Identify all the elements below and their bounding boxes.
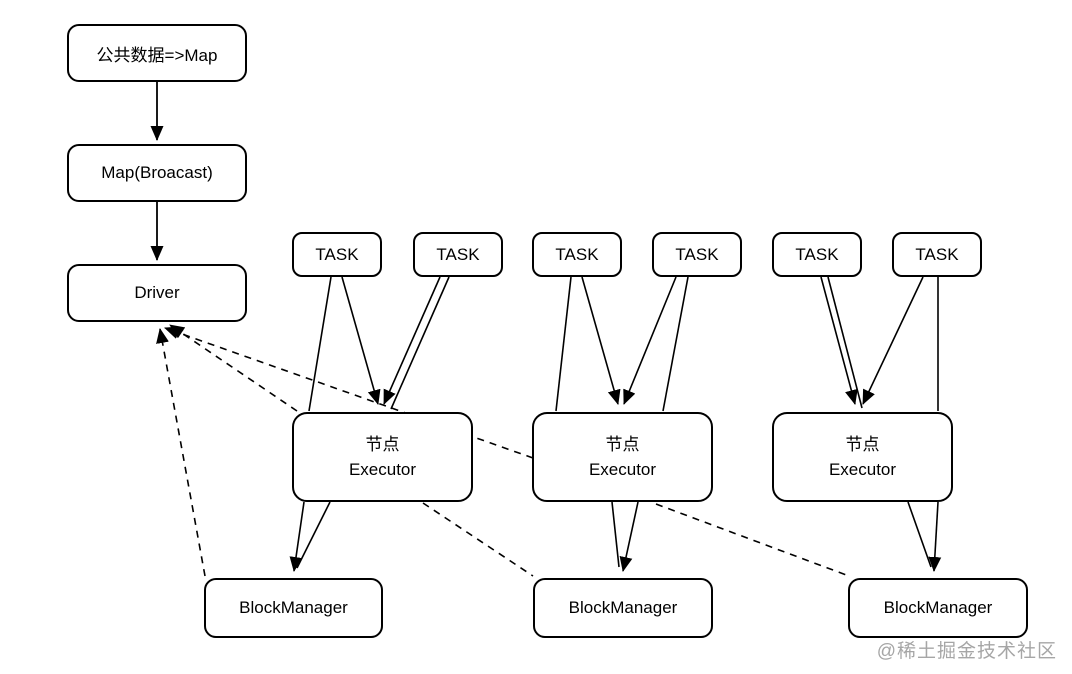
node-task-6-label: TASK [915, 244, 959, 264]
node-task-6: TASK [892, 232, 982, 277]
node-executor-1: 节点 Executor [292, 412, 473, 502]
edge-executor3-to-blockmanager3 [907, 501, 932, 568]
node-map-broadcast-label: Map(Broacast) [101, 163, 213, 182]
node-driver: Driver [67, 264, 247, 322]
node-task-1-label: TASK [315, 244, 359, 264]
node-task-1: TASK [292, 232, 382, 277]
node-task-2-label: TASK [436, 244, 480, 264]
node-task-2: TASK [413, 232, 503, 277]
edge-executor2-to-blockmanager3-dashed [655, 503, 850, 577]
edge-task3-to-executor2 [555, 276, 572, 412]
edge-executor1-to-driver-dashed [169, 324, 298, 412]
edge-executor2-to-blockmanager2 [611, 501, 620, 568]
edge-task2-to-executor1-arrow [383, 276, 441, 405]
node-task-3-label: TASK [555, 244, 599, 264]
node-blockmanager-2: BlockManager [533, 578, 713, 638]
node-task-5-label: TASK [795, 244, 839, 264]
node-task-4-label: TASK [675, 244, 719, 264]
edge-task4-to-executor2 [662, 276, 689, 412]
node-executor-3: 节点 Executor [772, 412, 953, 502]
node-public-data-map: 公共数据=>Map [67, 24, 247, 82]
node-task-3: TASK [532, 232, 622, 277]
node-blockmanager-3-label: BlockManager [883, 598, 993, 617]
edge-task1-to-executor1 [308, 276, 332, 412]
edge-executor1-to-blockmanager1 [296, 501, 331, 569]
node-executor-3-label-line1: 节点 [845, 434, 880, 454]
node-executor-2-label-line1: 节点 [605, 434, 640, 454]
node-public-data-map-label: 公共数据=>Map [96, 45, 218, 65]
node-executor-3-label-line2: Executor [828, 460, 897, 479]
edge-executor2-to-blockmanager2-arrow [619, 501, 639, 572]
node-blockmanager-2-label: BlockManager [568, 598, 678, 617]
node-executor-1-label-line1: 节点 [365, 434, 400, 454]
node-executor-1-label-line2: Executor [348, 460, 417, 479]
watermark-text: @稀土掘金技术社区 [876, 641, 1057, 662]
edge-executor3-to-blockmanager3-arrow [928, 501, 942, 572]
node-task-5: TASK [772, 232, 862, 277]
node-driver-label: Driver [134, 283, 180, 302]
edge-executor1-to-blockmanager1-arrow [289, 501, 305, 572]
node-executor-2-label-line2: Executor [588, 460, 657, 479]
edge-task1-to-executor1-arrow [341, 276, 381, 405]
node-blockmanager-1: BlockManager [204, 578, 383, 638]
edge-executor1-to-blockmanager2-dashed [422, 502, 534, 577]
node-blockmanager-1-label: BlockManager [239, 598, 348, 617]
node-executor-2: 节点 Executor [532, 412, 713, 502]
edge-task3-to-executor2-arrow [581, 276, 621, 405]
edge-task4-to-executor2-arrow [623, 276, 677, 405]
edge-task2-to-executor1 [390, 276, 450, 410]
edge-task5-to-executor3 [827, 276, 863, 409]
edge-task5-to-executor3-arrow [820, 276, 858, 405]
node-blockmanager-3: BlockManager [848, 578, 1028, 638]
node-task-4: TASK [652, 232, 742, 277]
node-map-broadcast: Map(Broacast) [67, 144, 247, 202]
edge-task6-to-executor3-arrow [862, 276, 924, 405]
edge-blockmanager1-to-driver-dashed [156, 328, 206, 577]
